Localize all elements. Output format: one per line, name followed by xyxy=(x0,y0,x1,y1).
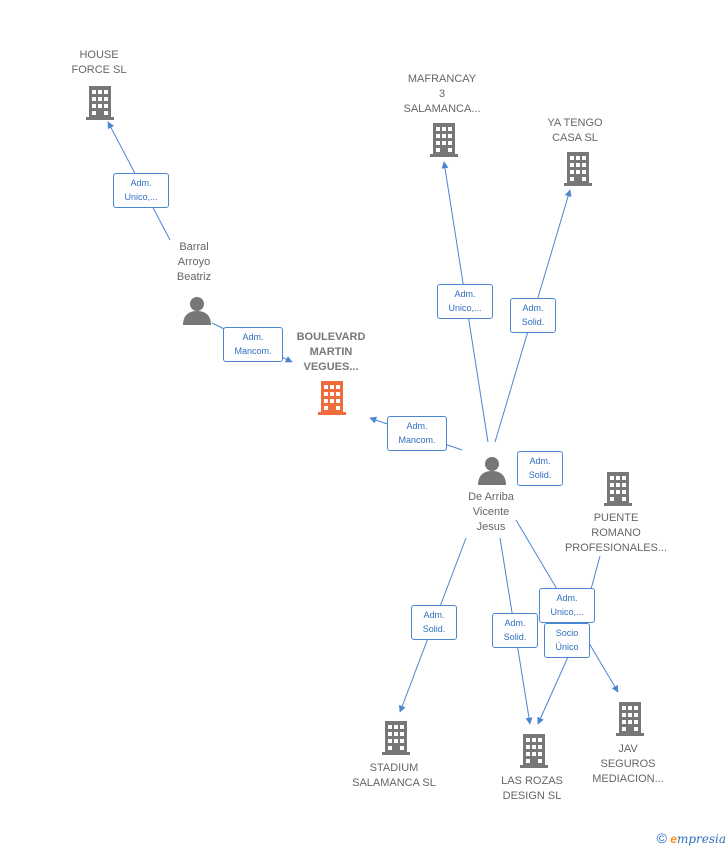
building-icon-stadium xyxy=(382,721,410,755)
edge-label-barral-house[interactable]: Adm. Unico,... xyxy=(113,173,169,208)
brand-logo-text: mpresia xyxy=(676,832,726,846)
building-icon-puente-romano xyxy=(604,472,632,506)
edge-label-jesus-puente[interactable]: Adm. Solid. xyxy=(517,451,563,486)
copyright-icon: © xyxy=(656,830,667,846)
nodes-icons xyxy=(86,86,644,768)
edge-label-puente-lasrozas[interactable]: Socio Único xyxy=(544,623,590,658)
node-las-rozas[interactable]: LAS ROZAS DESIGN SL xyxy=(501,775,563,802)
building-icon-las-rozas xyxy=(520,734,548,768)
edge-label-jesus-yatengo[interactable]: Adm. Solid. xyxy=(510,298,556,333)
building-icon-mafrancay xyxy=(430,123,458,157)
building-icon-ya-tengo xyxy=(564,152,592,186)
node-de-arriba[interactable]: De Arriba Vicente Jesus xyxy=(468,491,514,533)
edge-label-jesus-lasrozas[interactable]: Adm. Solid. xyxy=(492,613,538,648)
edge-label-jesus-boulevard[interactable]: Adm. Mancom. xyxy=(387,416,447,451)
person-icon-de-arriba xyxy=(478,457,506,485)
brand-logo-letter: e xyxy=(670,832,677,846)
node-ya-tengo[interactable]: YA TENGO CASA SL xyxy=(547,117,603,144)
node-jav[interactable]: JAV SEGUROS MEDIACION... xyxy=(592,743,664,785)
edge-label-jesus-mafrancay[interactable]: Adm. Unico,... xyxy=(437,284,493,319)
building-icon-house-force xyxy=(86,86,114,120)
building-icon-jav xyxy=(616,702,644,736)
node-mafrancay[interactable]: MAFRANCAY 3 SALAMANCA... xyxy=(403,73,481,115)
edges xyxy=(107,121,619,725)
node-stadium[interactable]: STADIUM SALAMANCA SL xyxy=(352,762,436,789)
edge-label-barral-boulevard[interactable]: Adm. Mancom. xyxy=(223,327,283,362)
node-house-force[interactable]: HOUSE FORCE SL xyxy=(71,49,127,76)
building-icon-boulevard xyxy=(318,381,346,415)
edge-label-jesus-stadium[interactable]: Adm. Solid. xyxy=(411,605,457,640)
node-boulevard[interactable]: BOULEVARD MARTIN VEGUES... xyxy=(296,331,366,373)
node-barral[interactable]: Barral Arroyo Beatriz xyxy=(176,241,212,283)
brand-footer: © empresia xyxy=(657,830,726,846)
edge-label-jesus-jav[interactable]: Adm. Unico,... xyxy=(539,588,595,623)
person-icon-barral xyxy=(183,297,211,325)
node-puente-romano[interactable]: PUENTE ROMANO PROFESIONALES... xyxy=(564,512,668,554)
